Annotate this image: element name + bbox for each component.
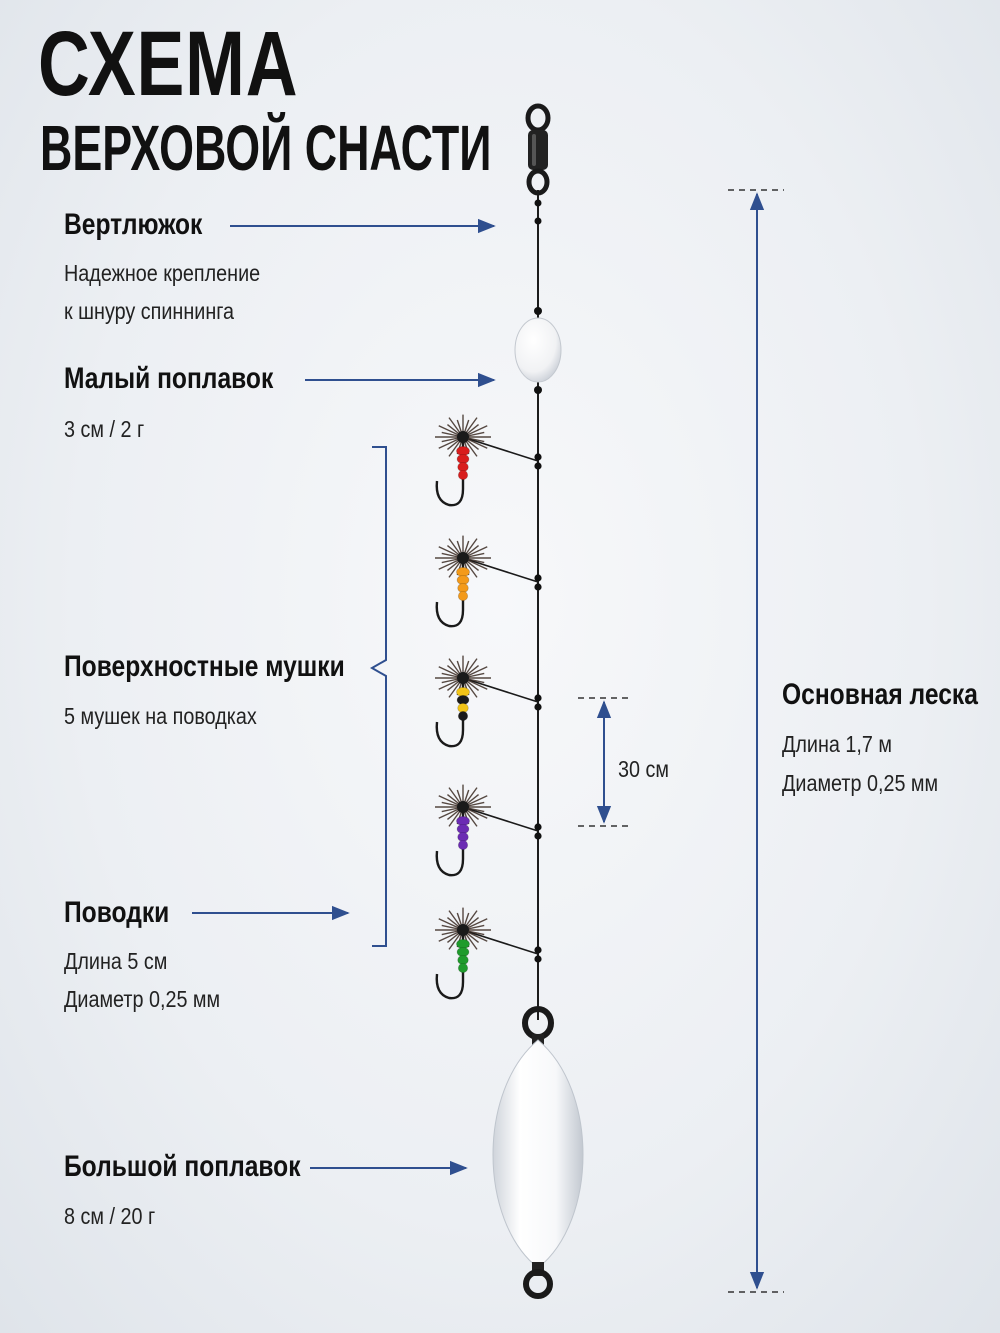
leaders-desc-1: Длина 5 см bbox=[64, 948, 168, 974]
swivel-desc-1: Надежное крепление bbox=[64, 260, 261, 286]
flies-desc: 5 мушек на поводках bbox=[64, 703, 257, 729]
main-line-label: Основная леска bbox=[782, 678, 978, 711]
fly-3-icon bbox=[435, 655, 542, 748]
flies-group bbox=[435, 414, 542, 1000]
fly-5-icon bbox=[435, 907, 542, 1000]
flies-label: Поверхностные мушки bbox=[64, 650, 345, 683]
fly-4-icon bbox=[435, 784, 542, 877]
fly-2-icon bbox=[435, 535, 542, 628]
main-line-desc-1: Длина 1,7 м bbox=[782, 731, 892, 757]
big-float-label: Большой поплавок bbox=[64, 1150, 301, 1183]
page-subtitle: ВЕРХОВОЙ СНАСТИ bbox=[40, 112, 492, 184]
swivel-desc-2: к шнуру спиннинга bbox=[64, 298, 235, 324]
big-float-icon bbox=[492, 1006, 584, 1299]
swivel-label: Вертлюжок bbox=[64, 208, 203, 241]
main-line-dimension bbox=[728, 189, 784, 1293]
small-float-desc: 3 см / 2 г bbox=[64, 416, 145, 442]
spacing-label: 30 см bbox=[618, 756, 669, 782]
main-line-desc-2: Диаметр 0,25 мм bbox=[782, 770, 939, 796]
leaders-desc-2: Диаметр 0,25 мм bbox=[64, 986, 221, 1012]
big-float-desc: 8 см / 20 г bbox=[64, 1203, 156, 1229]
flies-bracket bbox=[369, 446, 387, 947]
leaders-label: Поводки bbox=[64, 896, 170, 929]
swivel-icon bbox=[525, 103, 551, 225]
fly-1-icon bbox=[435, 414, 542, 507]
small-float-label: Малый поплавок bbox=[64, 362, 274, 395]
spacing-dimension bbox=[578, 697, 632, 827]
small-float-icon bbox=[514, 307, 562, 394]
page-title: СХЕМА bbox=[38, 13, 299, 115]
